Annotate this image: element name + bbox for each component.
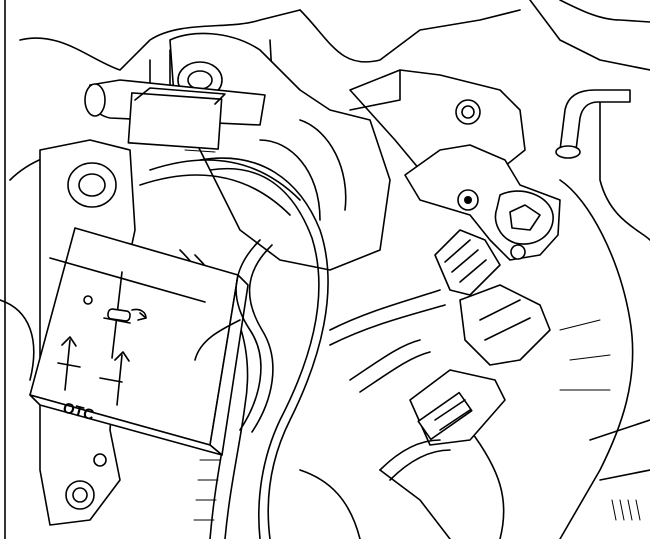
mounting-bracket xyxy=(349,69,631,176)
sensor-connector xyxy=(434,229,551,366)
hoses xyxy=(194,239,274,433)
harness-connector-plug xyxy=(409,369,506,446)
intake-manifold-boss xyxy=(169,32,391,271)
vacuum-canister xyxy=(84,79,266,153)
otc-relay-module: OTC xyxy=(29,227,249,456)
throttle-position-sensor xyxy=(404,144,561,261)
